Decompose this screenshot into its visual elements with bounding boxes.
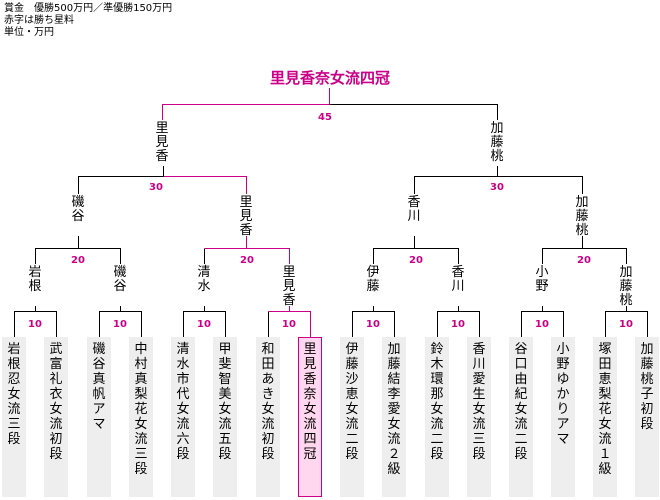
finalist-right: 加藤桃 [490, 121, 504, 164]
winner-connectors [246, 236, 290, 312]
connector-lines [35, 166, 627, 312]
prize-qf4: 20 [577, 255, 591, 266]
winner-path-r1 [268, 311, 311, 337]
player-15: 塚田恵梨花女流１級 [593, 337, 617, 497]
quarterfinalist-2: 磯谷 [113, 265, 127, 294]
semifinalist-3: 香川 [407, 195, 421, 224]
player-5: 清水市代女流六段 [171, 337, 195, 497]
prize-r1-6: 10 [451, 319, 465, 330]
player-11: 鈴木環那女流二段 [425, 337, 449, 497]
prize-r1-8: 10 [619, 319, 633, 330]
prize-r1-2: 10 [113, 319, 127, 330]
prize-r1-4: 10 [282, 319, 296, 330]
prize-r1-3: 10 [197, 319, 211, 330]
player-8-champion: 里見香奈女流四冠 [298, 337, 322, 497]
quarterfinalist-3: 清水 [197, 265, 211, 294]
finalist-left: 里見香 [155, 121, 169, 164]
quarterfinalist-4: 里見香 [282, 265, 296, 308]
semifinal-lines [78, 176, 583, 194]
player-13: 谷口由紀女流二段 [509, 337, 533, 497]
prize-qf2: 20 [240, 255, 254, 266]
prize-semi-left: 30 [149, 182, 163, 193]
winner-path-qf [204, 248, 290, 264]
quarterfinalist-1: 岩根 [28, 265, 42, 294]
player-2: 武富礼衣女流初段 [44, 337, 68, 497]
player-6: 甲斐智美女流五段 [213, 337, 237, 497]
prize-r1-7: 10 [535, 319, 549, 330]
prize-r1-5: 10 [366, 319, 380, 330]
quarterfinalist-5: 伊藤 [366, 265, 380, 294]
note-unit: 単位・万円 [4, 27, 54, 38]
round1-lines [14, 311, 648, 337]
note-red-text: 赤字は勝ち星料 [4, 15, 74, 26]
prize-r1-1: 10 [28, 319, 42, 330]
player-1: 岩根 忍女流三段 [2, 337, 34, 497]
semifinalist-4: 加藤桃 [575, 195, 589, 238]
quarterfinal-lines [35, 248, 627, 264]
winner-path-final [162, 88, 330, 120]
note-prize-money: 賞金 優勝500万円／準優勝150万円 [4, 3, 173, 14]
player-10: 加藤結李愛女流２級 [382, 337, 406, 497]
winner-path-sf [163, 176, 247, 194]
player-16: 加藤桃子初段 [635, 337, 659, 497]
prize-semi-right: 30 [490, 182, 504, 193]
champion-title: 里見香奈女流四冠 [269, 69, 390, 87]
prize-qf3: 20 [409, 255, 423, 266]
prize-notes: 賞金 優勝500万円／準優勝150万円 赤字は勝ち星料 単位・万円 [4, 3, 172, 39]
final-line-right [329, 104, 498, 120]
player-3: 磯谷真帆アマ [87, 337, 111, 497]
prize-qf1: 20 [71, 255, 85, 266]
player-4: 中村真梨花女流三段 [129, 337, 153, 497]
prize-final: 45 [318, 112, 332, 123]
semifinalist-1: 磯谷 [71, 195, 85, 224]
quarterfinalist-7: 小野 [535, 265, 549, 294]
player-12: 香川愛生女流三段 [467, 337, 491, 497]
quarterfinalist-6: 香川 [451, 265, 465, 294]
semifinalist-2: 里見香 [239, 195, 253, 238]
player-7: 和田あき女流初段 [256, 337, 280, 497]
player-14: 小野ゆかりアマ [551, 337, 575, 497]
quarterfinalist-8: 加藤桃 [619, 265, 633, 308]
player-9: 伊藤沙恵女流二段 [340, 337, 364, 497]
